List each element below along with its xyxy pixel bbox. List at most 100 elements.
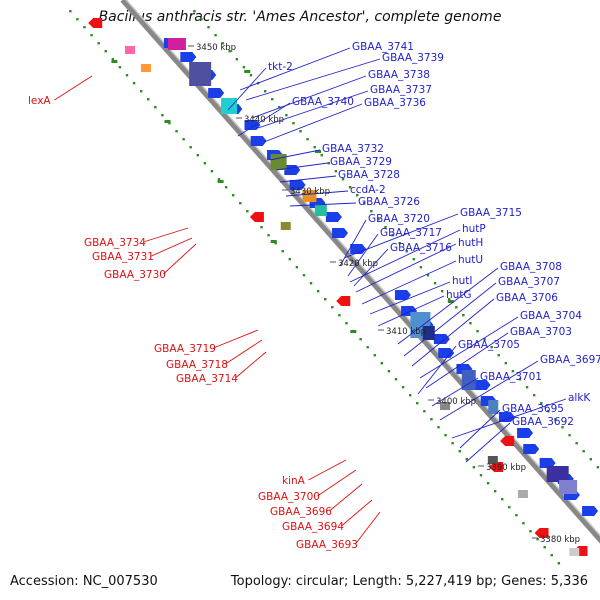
gc-dot [161,114,164,117]
gc-dot [288,258,292,261]
forward-leader-line [239,47,351,91]
gc-dot [235,58,239,61]
gc-dot [90,34,93,37]
gc-dot [394,378,398,381]
gc-dot [451,442,454,445]
forward-gene-label: GBAA_3692 [512,416,574,428]
forward-leader-line [289,202,357,207]
gc-dot [518,378,522,381]
gc-dash [164,120,171,123]
gc-dot [377,218,380,221]
gc-dot [175,130,178,133]
gc-dot [504,362,508,365]
gc-dot [249,74,253,77]
forward-gene-label: GBAA_3695 [502,403,564,415]
gc-dot [118,66,122,69]
reverse-gene-label: GBAA_3694 [282,521,344,533]
forward-gene-label: GBAA_3716 [390,242,452,254]
forward-gene-label: GBAA_3720 [368,213,430,225]
forward-leader-line [263,103,363,143]
gc-dot [384,226,387,229]
gc-dot [125,74,129,77]
gc-dot [295,266,299,269]
gc-dot [214,34,217,37]
forward-leader-line [339,219,367,267]
gc-dot [274,242,277,245]
gc-dot [292,122,295,125]
reverse-gene-label: GBAA_3719 [154,343,216,355]
gc-dot [359,338,362,341]
reverse-gene-label: lexA [28,95,51,107]
forward-gene-arrow [474,380,491,390]
feature-block [422,326,435,340]
gc-dot [497,354,500,357]
forward-leader-line [459,409,501,449]
gc-dot [596,466,600,469]
gc-dot [271,98,274,101]
forward-leader-line [369,281,451,315]
reverse-gene-label: GBAA_3734 [84,237,146,249]
gc-dot [217,178,221,181]
gc-dot [575,442,578,445]
gc-dot [168,122,171,125]
reverse-gene-arrow [500,436,515,446]
gc-dot [242,66,246,69]
forward-leader-line [353,248,389,287]
gc-dot [557,562,561,565]
forward-gene-label: hutU [458,254,483,266]
forward-gene-label: GBAA_3704 [520,310,582,322]
gc-dot [246,210,249,213]
forward-gene-label: tkt-2 [268,61,293,73]
forward-gene-label: GBAA_3697 [540,354,600,366]
gc-dot [210,170,214,173]
forward-gene-label: GBAA_3740 [292,96,354,108]
gc-dot [380,362,384,365]
forward-gene-label: hutP [462,223,486,235]
gc-dot [511,370,515,373]
forward-gene-label: GBAA_3705 [458,339,520,351]
small-feature [280,222,291,230]
forward-gene-arrow [289,180,306,190]
scale-tick-label: 3420 kbp [338,259,378,269]
gc-dot [455,306,458,309]
gc-dot [345,322,348,325]
forward-gene-label: GBAA_3738 [368,69,430,81]
forward-leader-line [279,175,337,183]
reverse-gene-arrow [534,528,549,538]
feature-block [270,154,287,170]
forward-gene-label: GBAA_3706 [496,292,558,304]
gc-dot [426,274,430,277]
gc-dot [532,394,536,397]
feature-block [314,204,327,216]
reverse-gene-label: GBAA_3718 [166,359,228,371]
gc-dash [244,70,251,73]
forward-leader-line [451,398,567,439]
small-feature [569,548,580,556]
forward-leader-line [251,75,367,119]
gc-dot [419,266,423,269]
gc-dot [529,530,532,533]
gc-dot [327,162,331,165]
gc-dot [501,498,504,501]
gc-dash [350,330,357,333]
scale-tick-label: 3440 kbp [244,115,284,125]
forward-gene-arrow [523,444,540,454]
reverse-gene-label: GBAA_3696 [270,506,332,518]
gc-dot [182,138,185,141]
gc-dot [193,10,196,13]
forward-gene-label: ccdA-2 [350,184,386,196]
feature-block [461,370,476,390]
gc-dot [341,178,345,181]
gc-dot [281,250,284,253]
gc-dot [331,306,334,309]
forward-leader-line [439,360,539,421]
forward-gene-arrow [284,165,301,175]
gc-dot [515,514,518,517]
scale-tick-label: 3380 kbp [540,535,580,545]
gc-dot [83,26,86,29]
gc-dot [540,402,543,405]
feature-block [559,480,578,494]
gc-dash [111,60,118,63]
